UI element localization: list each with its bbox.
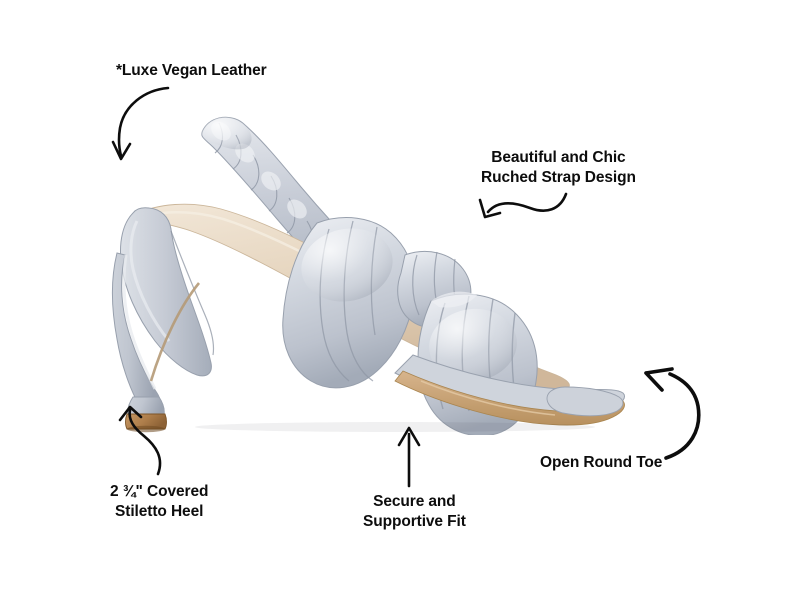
heel-counter (120, 207, 215, 377)
callout-line: Stiletto Heel (115, 503, 204, 521)
toe-strap-top-highlight (431, 291, 477, 308)
heel-counter-body (120, 207, 212, 377)
callout-covered-stiletto-heel: 2 ¾" Covered Stiletto Heel (110, 482, 208, 522)
back-strap-top-knot (200, 117, 252, 150)
instep-strap-puff (301, 228, 393, 302)
heel-counter-highlight (129, 220, 171, 342)
heel-tip-bottom (127, 425, 165, 433)
toe-strap-puff (429, 308, 517, 382)
open-round-toe-tip (546, 386, 624, 417)
callout-line: Secure and (373, 493, 456, 510)
callout-line: 2 ¾" Covered (110, 483, 209, 500)
callout-line: *Luxe Vegan Leather (116, 62, 267, 79)
callout-secure-supportive-fit: Secure and Supportive Fit (363, 492, 466, 532)
heel-highlight (122, 254, 157, 390)
callout-line: Ruched Strap Design (481, 169, 636, 187)
instep-ruched-strap (282, 217, 472, 389)
heel-counter-seam (170, 230, 215, 356)
heel-flare-base (127, 396, 165, 416)
callout-line: Open Round Toe (540, 454, 663, 471)
callout-open-round-toe: Open Round Toe (540, 453, 662, 473)
callout-line: Supportive Fit (363, 513, 466, 531)
callout-ruched-strap-design: Beautiful and Chic Ruched Strap Design (481, 148, 636, 188)
heel-breast-arch (149, 282, 201, 382)
sole-edge-highlight (420, 380, 556, 416)
callout-line: Beautiful and Chic (491, 149, 626, 166)
callout-luxe-vegan-leather: *Luxe Vegan Leather (116, 61, 267, 81)
ground-shadow (195, 422, 595, 432)
